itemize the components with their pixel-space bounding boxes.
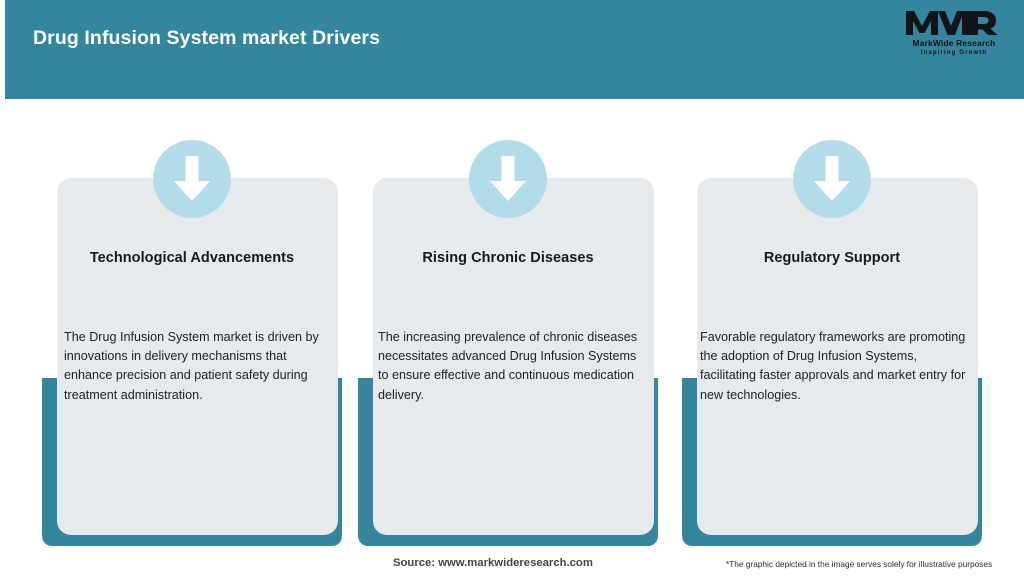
card-panel — [57, 178, 338, 535]
card-body-text: The increasing prevalence of chronic dis… — [378, 330, 638, 402]
arrow-down-icon — [793, 140, 871, 218]
header-bar — [5, 0, 1024, 99]
card-body-text: The Drug Infusion System market is drive… — [64, 330, 319, 402]
brand-logo: MarkWide Research Inspiring Growth — [902, 8, 1006, 60]
disclaimer-note: *The graphic depicted in the image serve… — [726, 559, 993, 569]
arrow-down-icon — [469, 140, 547, 218]
card-panel — [373, 178, 654, 535]
driver-card: Rising Chronic Diseases The increasing p… — [358, 140, 658, 546]
page-title: Drug Infusion System market Drivers — [33, 27, 381, 49]
logo-company-name: MarkWide Research — [912, 38, 996, 48]
card-title: Technological Advancements — [89, 250, 295, 266]
card-title: Rising Chronic Diseases — [422, 250, 594, 266]
driver-card: Regulatory Support Favorable regulatory … — [682, 140, 982, 546]
card-panel — [697, 178, 978, 535]
card-body-text: Favorable regulatory frameworks are prom… — [700, 330, 966, 402]
card-title: Regulatory Support — [763, 250, 901, 266]
mwr-monogram-icon — [906, 11, 998, 35]
logo-tagline: Inspiring Growth — [920, 49, 988, 56]
driver-card: Technological Advancements The Drug Infu… — [42, 140, 342, 546]
source-label: Source: www.markwideresearch.com — [393, 557, 593, 569]
arrow-down-icon — [153, 140, 231, 218]
